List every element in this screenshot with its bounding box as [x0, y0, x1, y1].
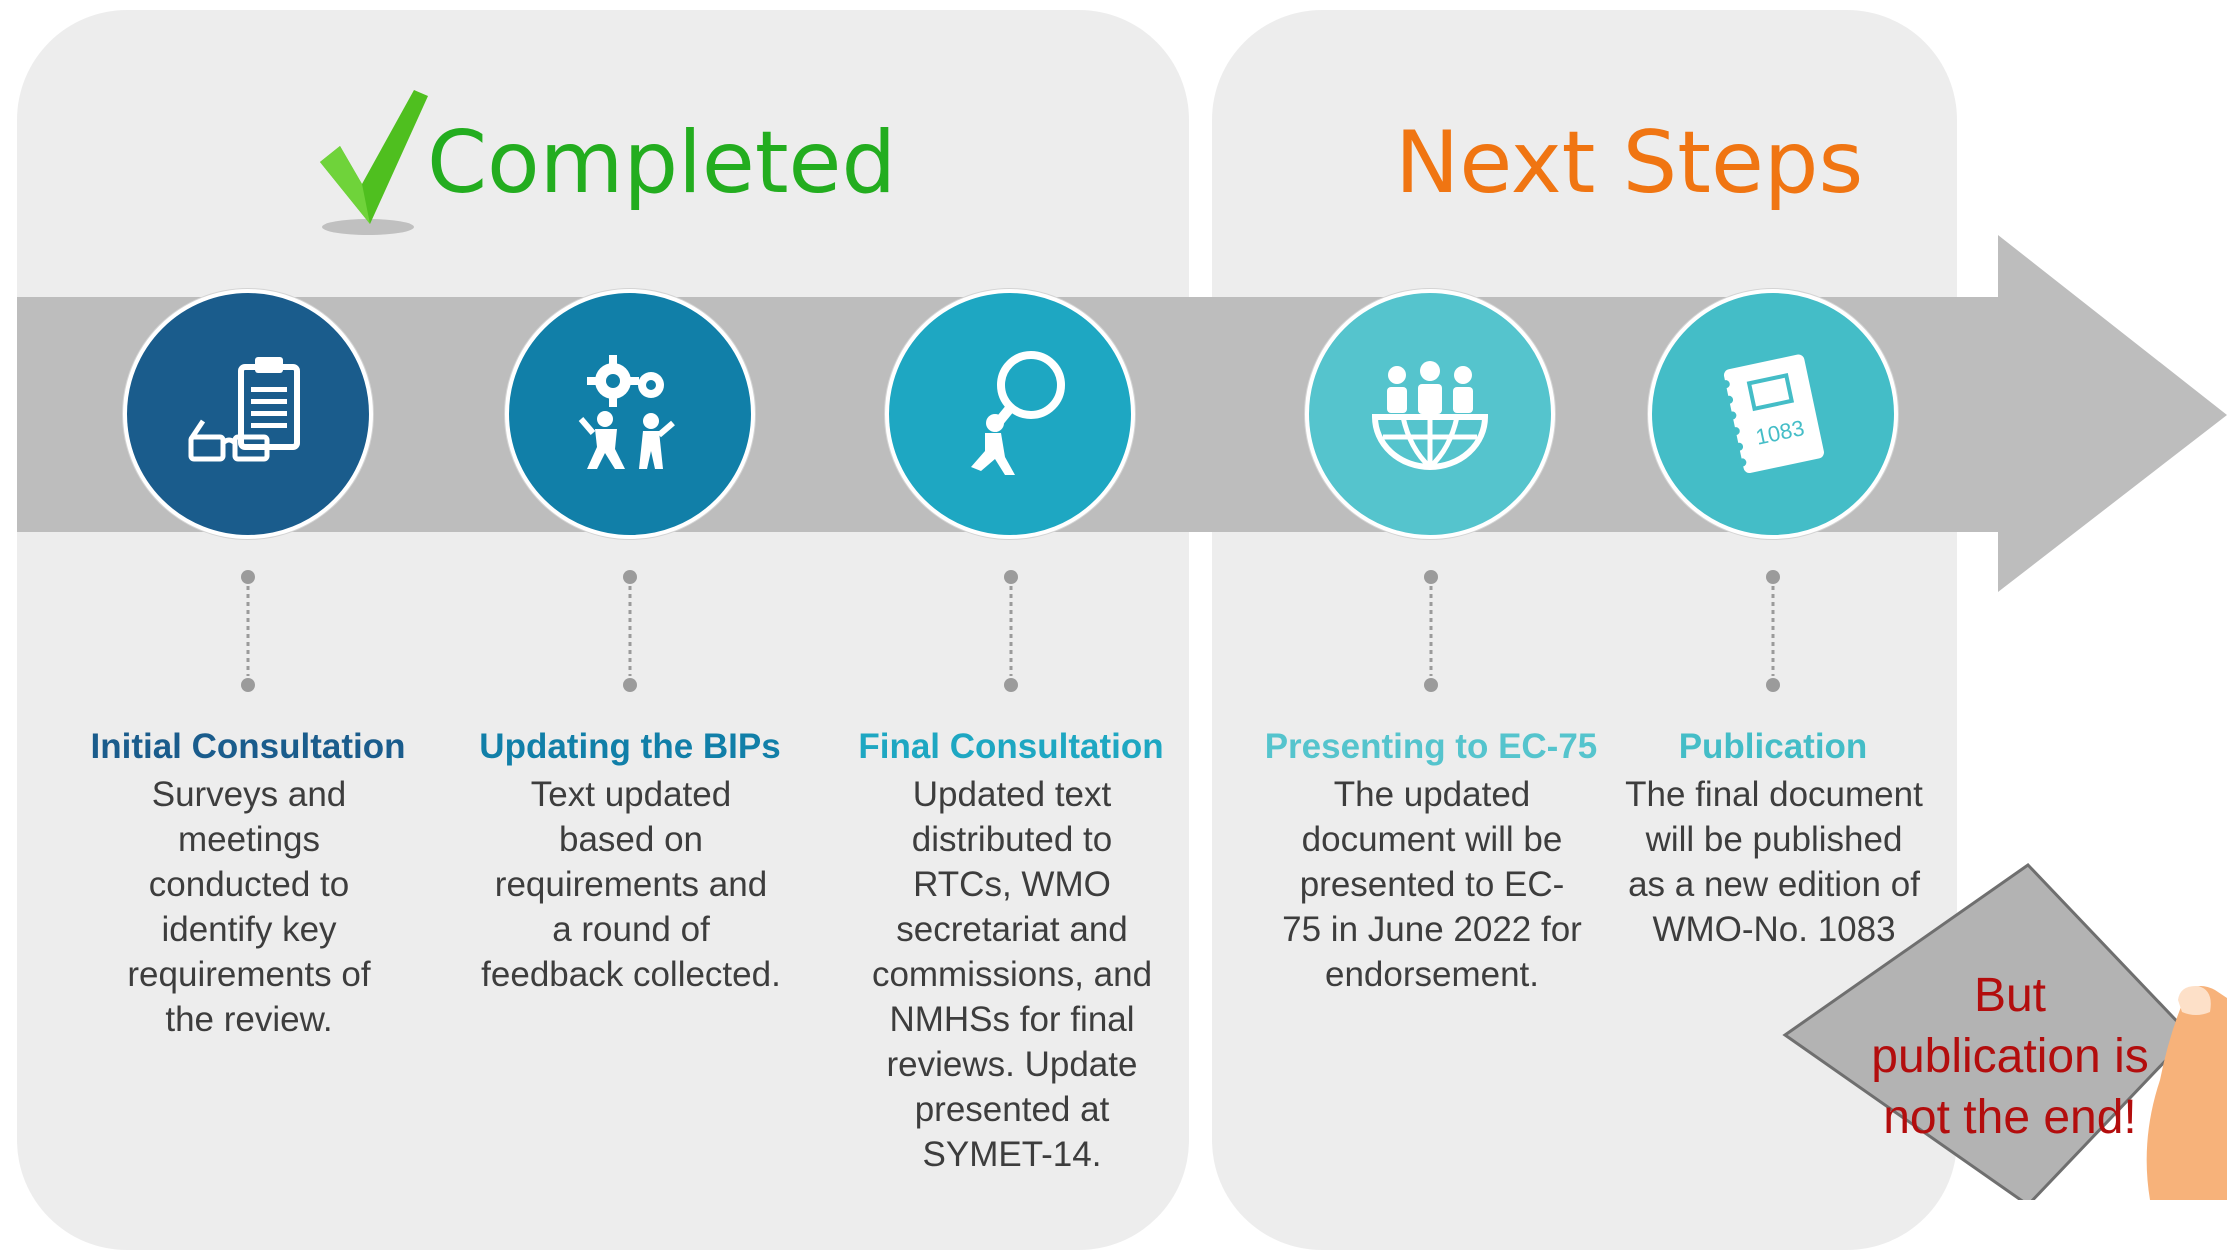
step-3-description: Updated text distributed to RTCs, WMO se… — [871, 775, 1153, 1174]
step-5-description: The final document will be published as … — [1625, 775, 1923, 949]
clipboard-glasses-icon — [188, 357, 300, 462]
step-2-connector — [623, 570, 637, 692]
completed-panel — [17, 10, 1189, 1250]
step-3-circle — [885, 289, 1135, 539]
notebook-icon: 1083 — [1721, 354, 1824, 474]
step-2-circle — [505, 289, 755, 539]
callout-text: But publication is not the end! — [1871, 969, 2149, 1144]
hand-icon — [2146, 985, 2227, 1200]
step-1-description: Surveys and meetings conducted to identi… — [127, 775, 371, 1039]
callout-sign — [1782, 863, 2227, 1200]
step-4-connector — [1424, 570, 1438, 692]
step-4-title: Presenting to EC-75 — [1264, 727, 1598, 766]
step-4-description: The updated document will be presented t… — [1282, 775, 1582, 994]
step-4-circle — [1305, 289, 1555, 539]
step-3-title: Final Consultation — [858, 727, 1164, 766]
step-5-title: Publication — [1678, 727, 1868, 766]
step-5-connector — [1766, 570, 1780, 692]
people-globe-icon — [1371, 361, 1489, 470]
step-2-description: Text updated based on requirements and a… — [481, 775, 781, 994]
step-5-circle: 1083 — [1648, 289, 1898, 539]
step-1-title: Initial Consultation — [90, 727, 406, 766]
next-steps-heading: Next Steps — [1395, 113, 1864, 213]
step-3-connector — [1004, 570, 1018, 692]
gears-teamwork-icon — [578, 355, 675, 469]
magnifier-search-icon — [971, 351, 1065, 475]
checkmark-icon — [320, 90, 428, 235]
completed-heading: Completed — [427, 113, 897, 213]
step-1-circle — [123, 289, 373, 539]
step-2-title: Updating the BIPs — [479, 727, 781, 766]
step-1-connector — [241, 570, 255, 692]
